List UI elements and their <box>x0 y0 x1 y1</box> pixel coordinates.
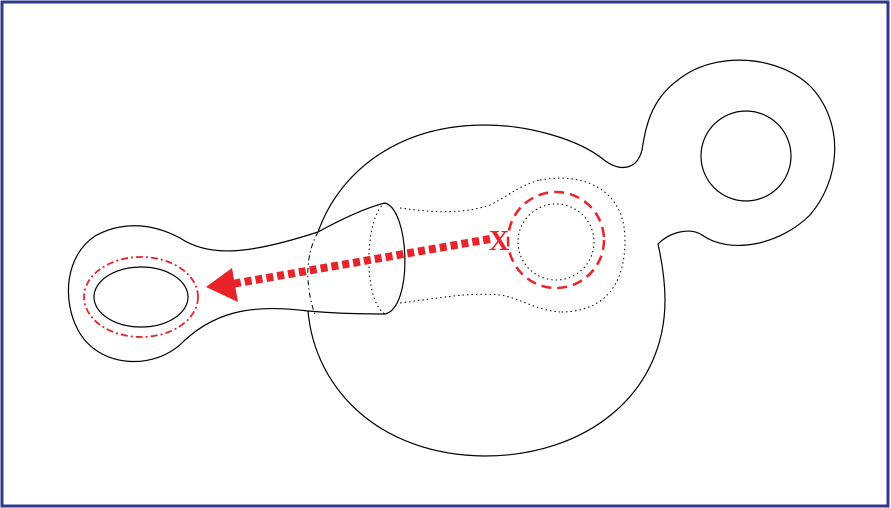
tube-lower-edge <box>308 311 385 314</box>
left-hole <box>94 267 188 327</box>
left-red-ring <box>84 257 198 337</box>
right-hole <box>701 111 791 201</box>
tunnel-upper-dotted <box>400 180 540 212</box>
inner-dotted-circle <box>518 204 594 280</box>
center-red-dashed-circle <box>508 192 604 288</box>
tube-upper-edge <box>318 203 385 232</box>
tunnel-end-dotted <box>540 178 625 312</box>
x-marker-label: X <box>489 226 509 257</box>
arrow-head <box>206 268 238 302</box>
tunnel-lower-dotted <box>400 294 560 312</box>
